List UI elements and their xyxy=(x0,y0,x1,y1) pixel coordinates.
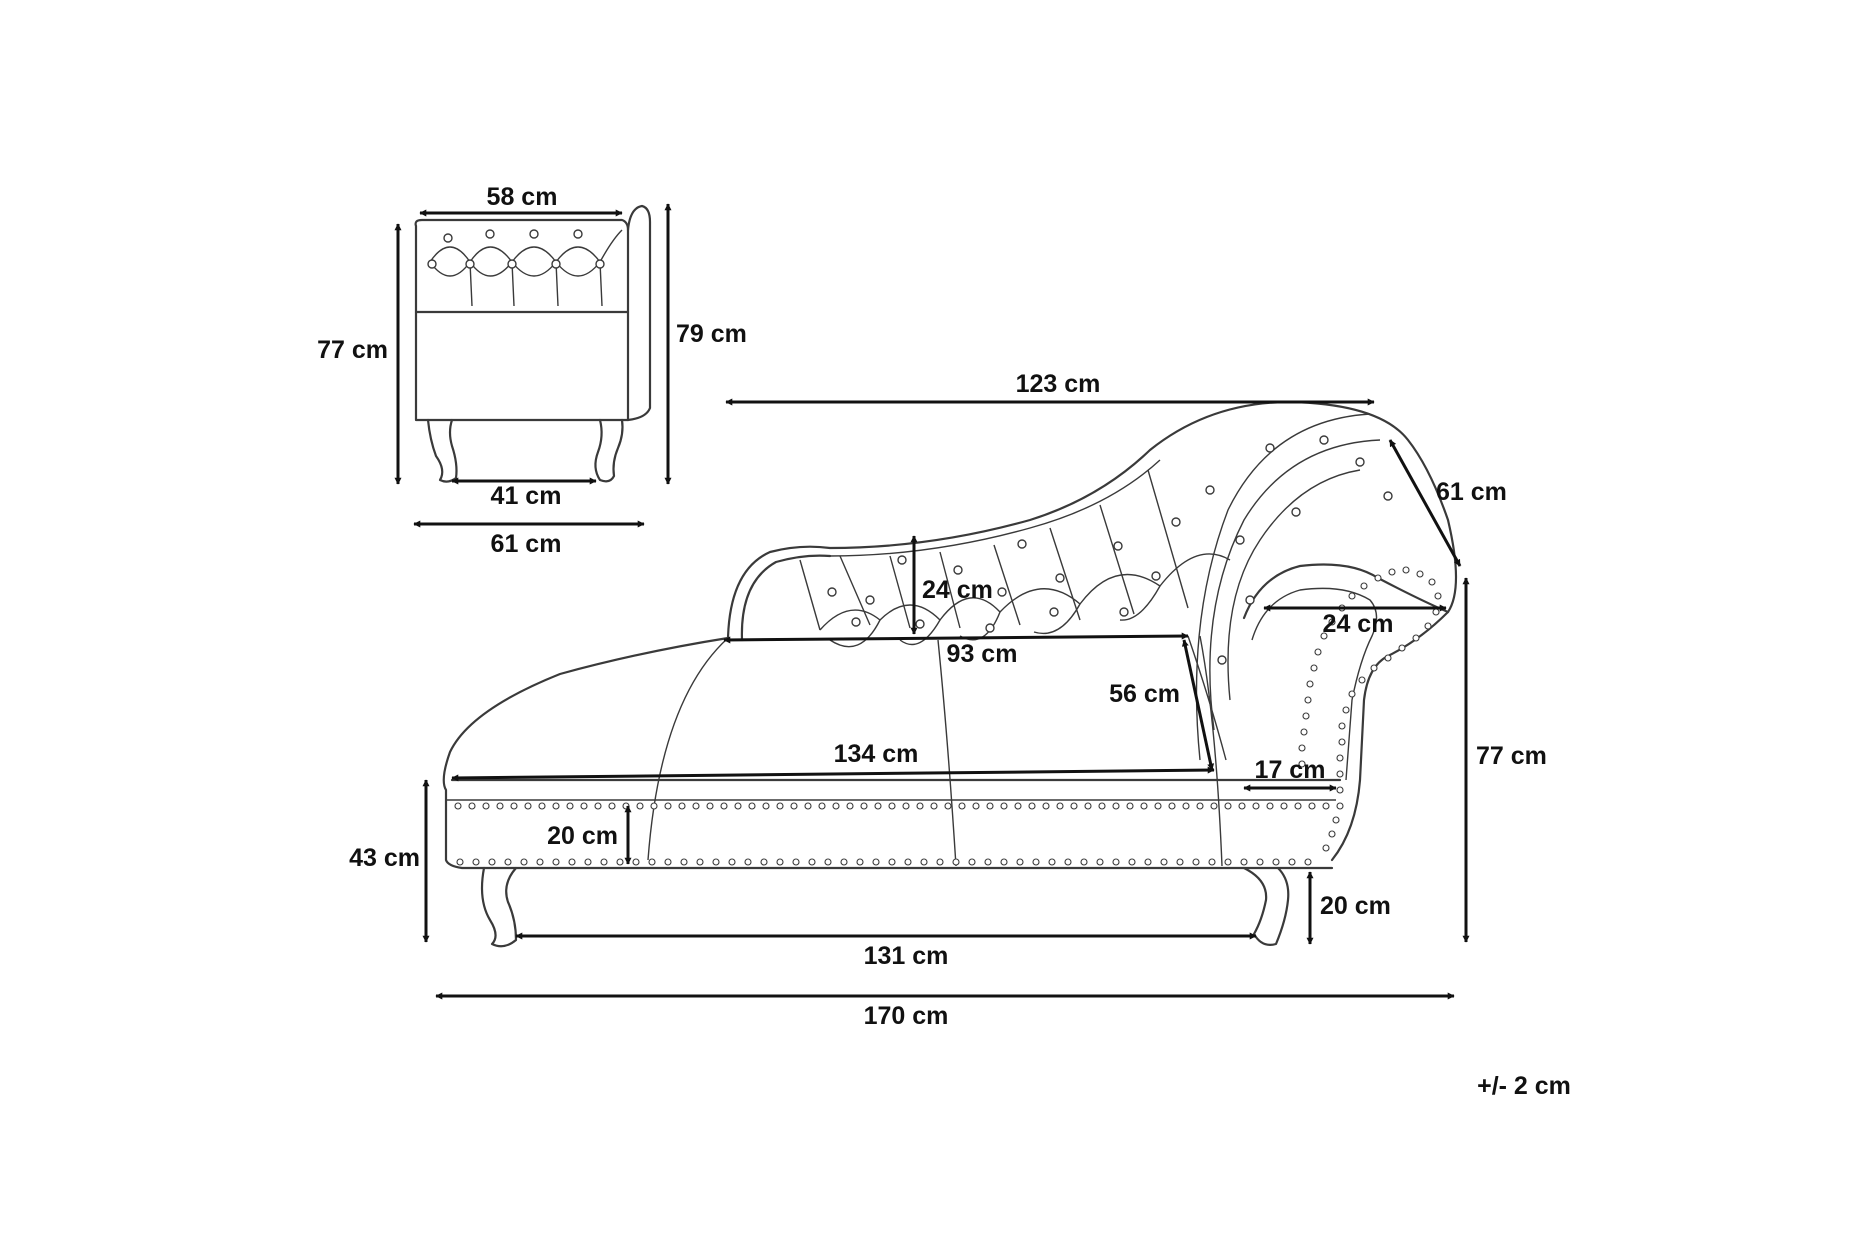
arm-offset-label: 17 cm xyxy=(1255,756,1326,784)
armrest-depth-label: 61 cm xyxy=(1436,478,1507,506)
side-view-dimensions: 123 cm 61 cm 24 cm 93 cm 24 cm 56 cm 134… xyxy=(349,370,1547,1030)
seat-studs xyxy=(454,566,1442,866)
leg-spacing-label: 131 cm xyxy=(864,942,949,970)
leg-height-label: 20 cm xyxy=(1320,892,1391,920)
tolerance-note: +/- 2 cm xyxy=(1477,1072,1571,1100)
backrest-height-label: 24 cm xyxy=(922,576,993,604)
front-height-inner-label: 77 cm xyxy=(317,336,388,364)
backrest-length-label: 123 cm xyxy=(1016,370,1101,398)
front-top-width-label: 58 cm xyxy=(487,183,558,211)
front-leg-spacing-label: 41 cm xyxy=(491,482,562,510)
total-length-label: 170 cm xyxy=(864,1002,949,1030)
side-view-drawing xyxy=(442,400,1458,948)
front-depth-label: 61 cm xyxy=(491,530,562,558)
armrest-inner-label: 24 cm xyxy=(1323,610,1394,638)
seat-length-label: 134 cm xyxy=(834,740,919,768)
cushion-thickness-label: 20 cm xyxy=(547,822,618,850)
front-view-dimensions: 58 cm 77 cm 79 cm 41 cm 61 cm xyxy=(317,183,747,558)
back-drop-label: 56 cm xyxy=(1109,680,1180,708)
front-height-total-label: 79 cm xyxy=(676,320,747,348)
total-height-label: 77 cm xyxy=(1476,742,1547,770)
seat-height-label: 43 cm xyxy=(349,844,420,872)
front-view-drawing xyxy=(414,204,652,483)
backrest-width-label: 93 cm xyxy=(947,640,1018,668)
